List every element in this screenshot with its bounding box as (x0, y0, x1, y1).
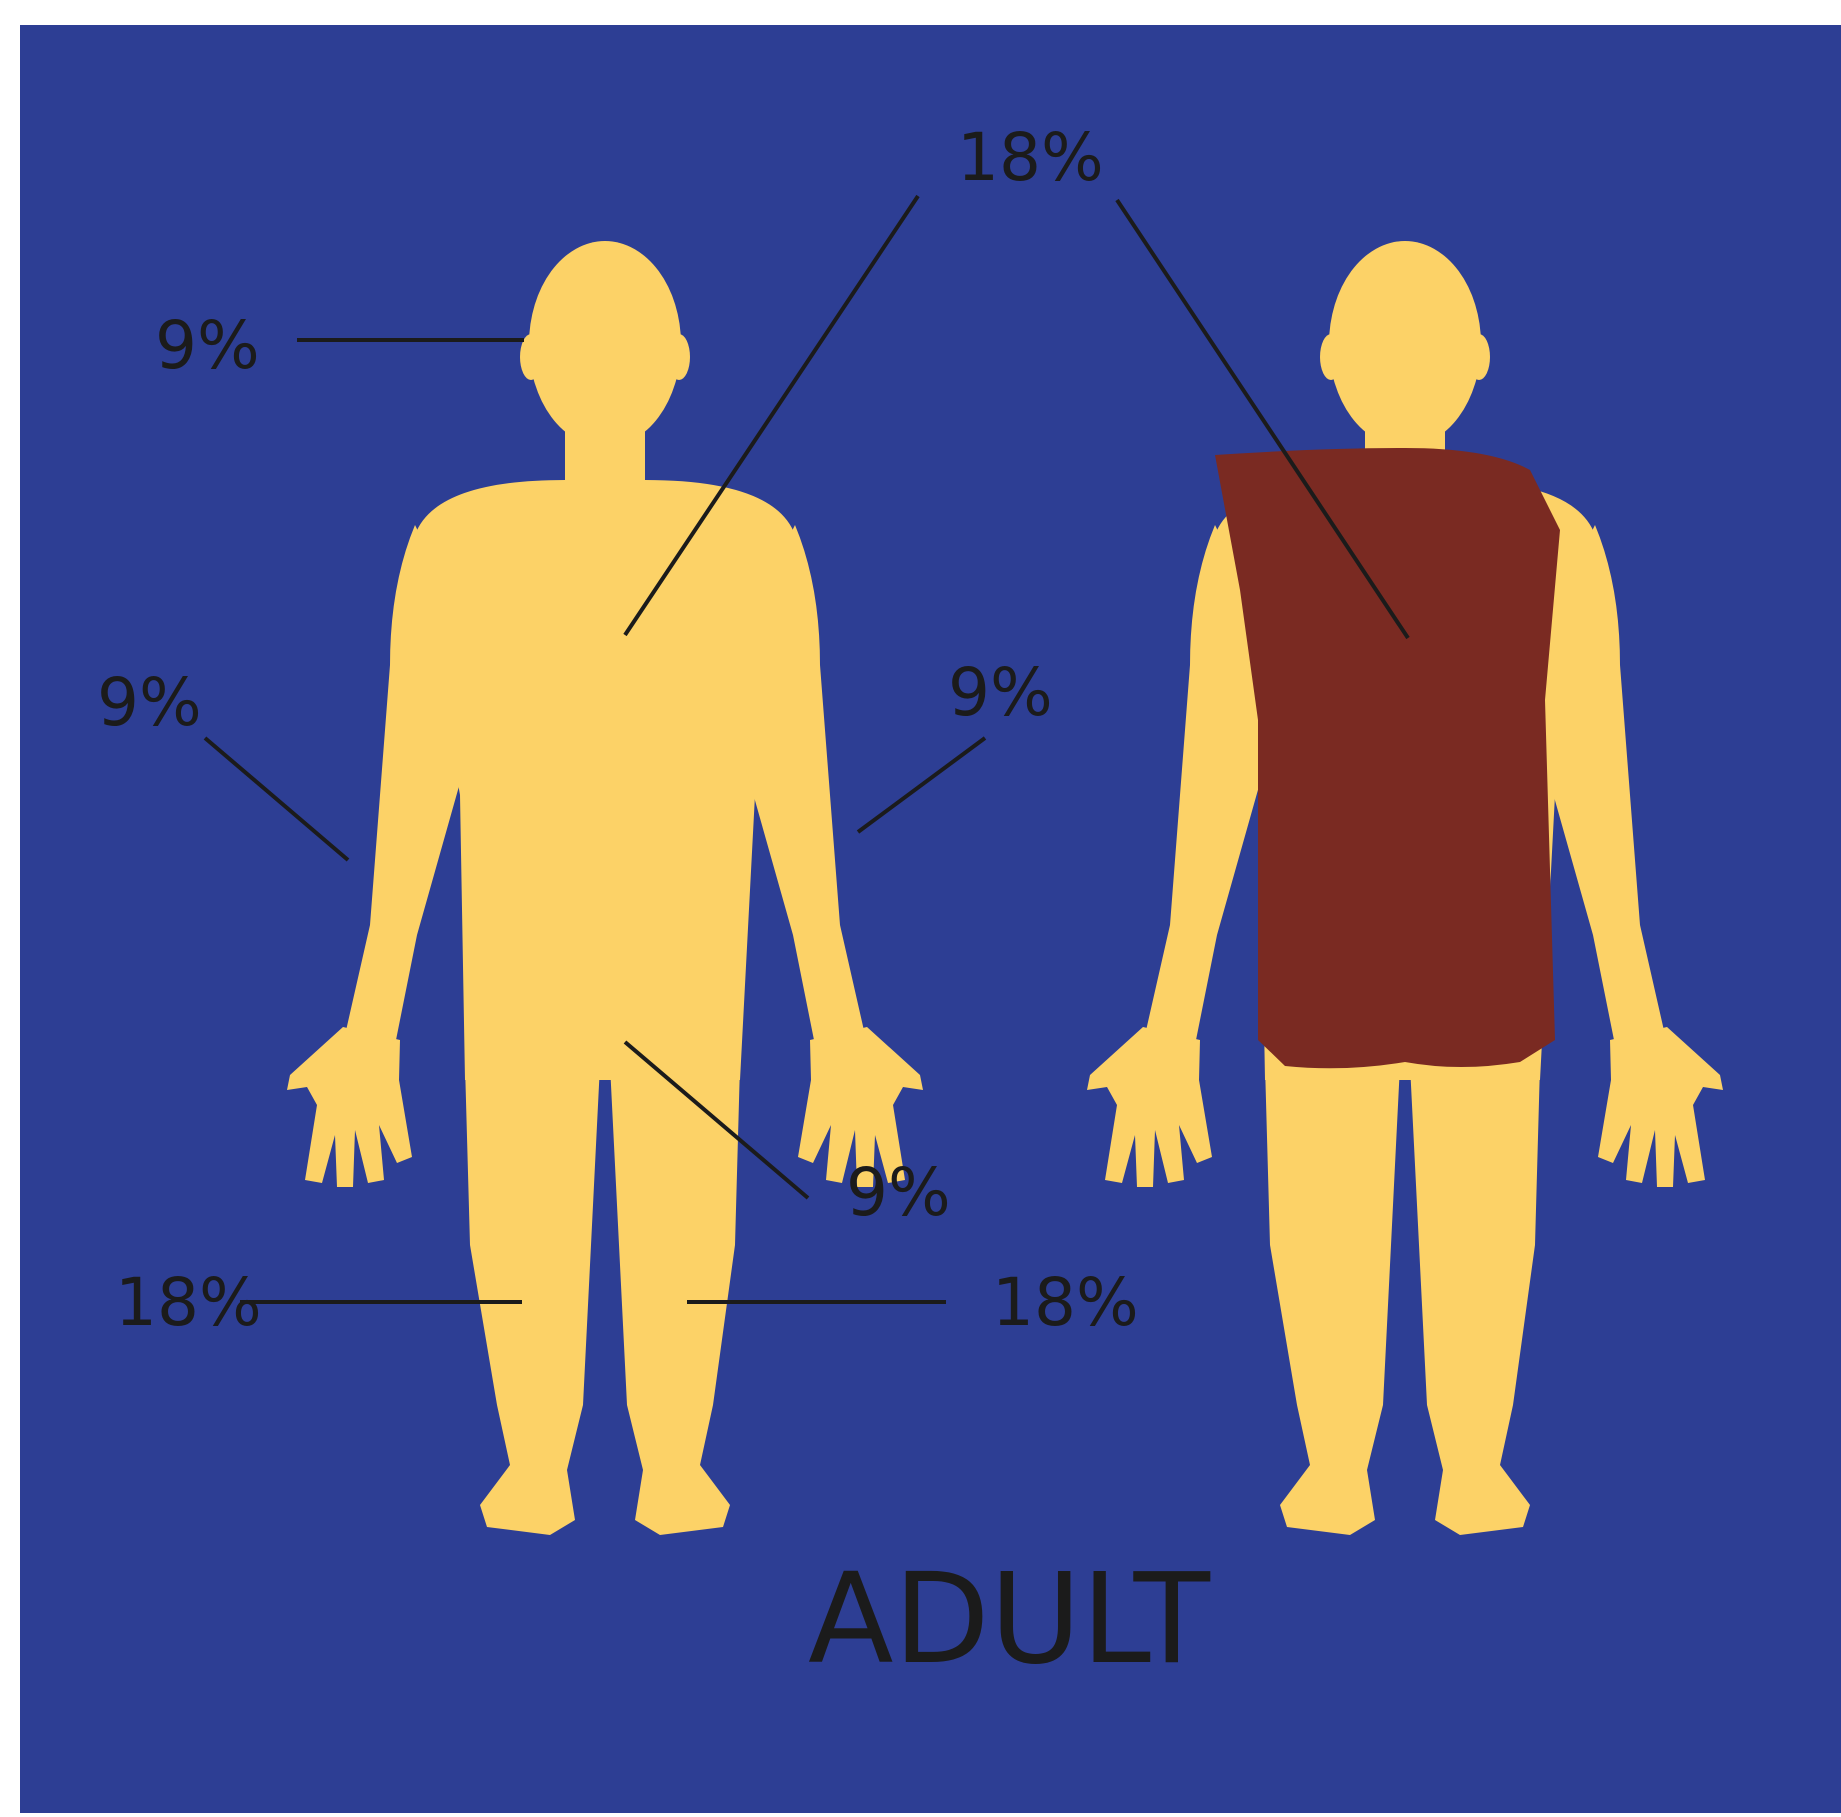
diagram-title: ADULT (808, 1547, 1211, 1692)
label-head: 9% (155, 307, 260, 384)
back-trunk-shading (1215, 448, 1560, 1068)
label-leg-left: 18% (992, 1264, 1139, 1341)
background-panel (20, 25, 1841, 1813)
label-arm-left: 9% (948, 654, 1053, 731)
label-leg-right: 18% (115, 1264, 262, 1341)
label-arm-right: 9% (97, 664, 202, 741)
label-trunk: 18% (957, 119, 1104, 196)
label-perineum: 9% (846, 1154, 951, 1231)
